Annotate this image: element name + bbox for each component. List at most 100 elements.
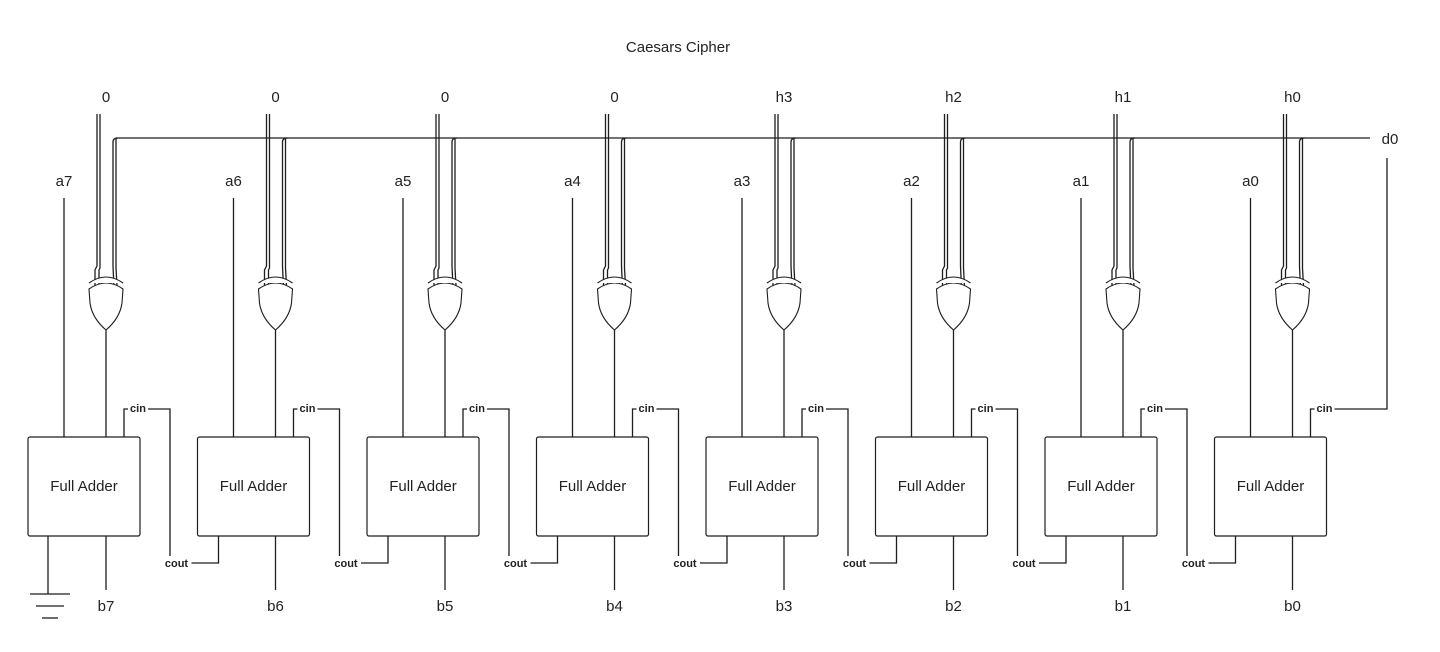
b-output-label: b1 (1115, 598, 1132, 615)
ground-symbol (30, 593, 70, 619)
xor-input-wire (98, 114, 101, 288)
carry-in-label: cin (1147, 403, 1163, 415)
xor-input-wire (1115, 114, 1118, 288)
carry-out-label: cout (165, 558, 189, 570)
full-adder-label: Full Adder (1067, 478, 1135, 495)
carry-out-label: cout (1012, 558, 1036, 570)
a-input-label: a6 (225, 173, 242, 190)
xor-input-wire (776, 114, 779, 288)
carry-out-label-bg (1008, 556, 1038, 570)
carry-out-wire (361, 536, 389, 564)
carry-out-label: cout (673, 558, 697, 570)
carry-in-label-bg (975, 401, 996, 415)
carry-in-label: cin (1317, 403, 1333, 415)
carry-in-label-bg (467, 401, 487, 415)
xor-input-label: h1 (1115, 89, 1132, 106)
carry-in-label-bg (297, 401, 318, 415)
xor-gate (427, 282, 463, 331)
carry-in-label: cin (300, 403, 316, 415)
diagram-title: Caesars Cipher (626, 39, 730, 56)
carry-out-wire (700, 536, 728, 564)
carry-in-label-bg (636, 401, 657, 415)
a-input-label: a4 (564, 173, 581, 190)
full-adder-label: Full Adder (1237, 478, 1305, 495)
d0-drop-wire (284, 137, 288, 287)
full-adder-label: Full Adder (389, 478, 457, 495)
full-adder-box (1213, 436, 1328, 537)
xor-input-wire (602, 114, 607, 286)
full-adder-box (535, 436, 650, 537)
xor-input-label: h0 (1284, 89, 1301, 106)
full-adder-box (366, 436, 480, 537)
xor-input-label: 0 (271, 89, 279, 106)
a-input-label: a3 (734, 173, 751, 190)
full-adder-box (196, 436, 311, 537)
carry-out-label: cout (504, 558, 528, 570)
xor-gate-arc (1275, 276, 1310, 284)
carry-out-wire (530, 536, 559, 564)
d0-drop-wire (793, 138, 796, 287)
xor-input-wire (772, 114, 776, 286)
carry-out-wire (1039, 536, 1067, 564)
xor-gate (88, 282, 124, 331)
xor-gate (935, 282, 972, 331)
xor-input-wire (267, 114, 271, 288)
carry-in-label: cin (808, 403, 824, 415)
a-input-label: a2 (903, 173, 920, 190)
carry-in-label: cin (469, 403, 485, 415)
carry-in-wire (1309, 158, 1388, 437)
d0-drop-wire (454, 137, 457, 287)
full-adder-label: Full Adder (898, 478, 966, 495)
full-adder-label: Full Adder (220, 478, 288, 495)
carry-out-label: cout (334, 558, 358, 570)
carry-in-label-bg (806, 401, 826, 415)
carry-out-label-bg (330, 556, 360, 570)
b-output-label: b3 (776, 598, 793, 615)
d0-label: d0 (1382, 131, 1399, 148)
carry-out-wire (191, 536, 220, 564)
a-input-label: a1 (1073, 173, 1090, 190)
full-adder-box (874, 436, 989, 537)
carry-in-label: cin (130, 403, 146, 415)
carry-in-label: cin (639, 403, 655, 415)
xor-input-label: h3 (776, 89, 793, 106)
xor-gate-arc (427, 276, 463, 284)
xor-input-label: 0 (102, 89, 110, 106)
full-adder-label: Full Adder (50, 478, 118, 495)
carry-out-label-bg (838, 556, 869, 570)
carry-out-wire (1208, 536, 1237, 564)
xor-input-wire (433, 114, 437, 286)
xor-gate-arc (766, 276, 802, 284)
b-output-label: b6 (267, 598, 284, 615)
carry-out-label-bg (1177, 556, 1208, 570)
xor-gate (596, 282, 633, 331)
carry-out-label: cout (843, 558, 867, 570)
full-adder-box (705, 436, 819, 537)
xor-input-wire (1111, 114, 1115, 286)
xor-input-wire (945, 114, 949, 288)
b-output-label: b2 (945, 598, 962, 615)
xor-input-wire (941, 114, 946, 286)
carry-in-label-bg (128, 401, 148, 415)
xor-input-wire (263, 114, 268, 286)
xor-input-wire (606, 114, 610, 288)
xor-input-label: h2 (945, 89, 962, 106)
a-input-label: a7 (56, 173, 73, 190)
xor-input-label: 0 (441, 89, 449, 106)
xor-input-wire (1284, 114, 1288, 288)
b-output-label: b4 (606, 598, 623, 615)
xor-gate-arc (1105, 276, 1141, 284)
xor-gate-arc (936, 276, 971, 284)
xor-gate (1105, 282, 1141, 331)
xor-gate (257, 282, 294, 331)
carry-out-label-bg (160, 556, 191, 570)
